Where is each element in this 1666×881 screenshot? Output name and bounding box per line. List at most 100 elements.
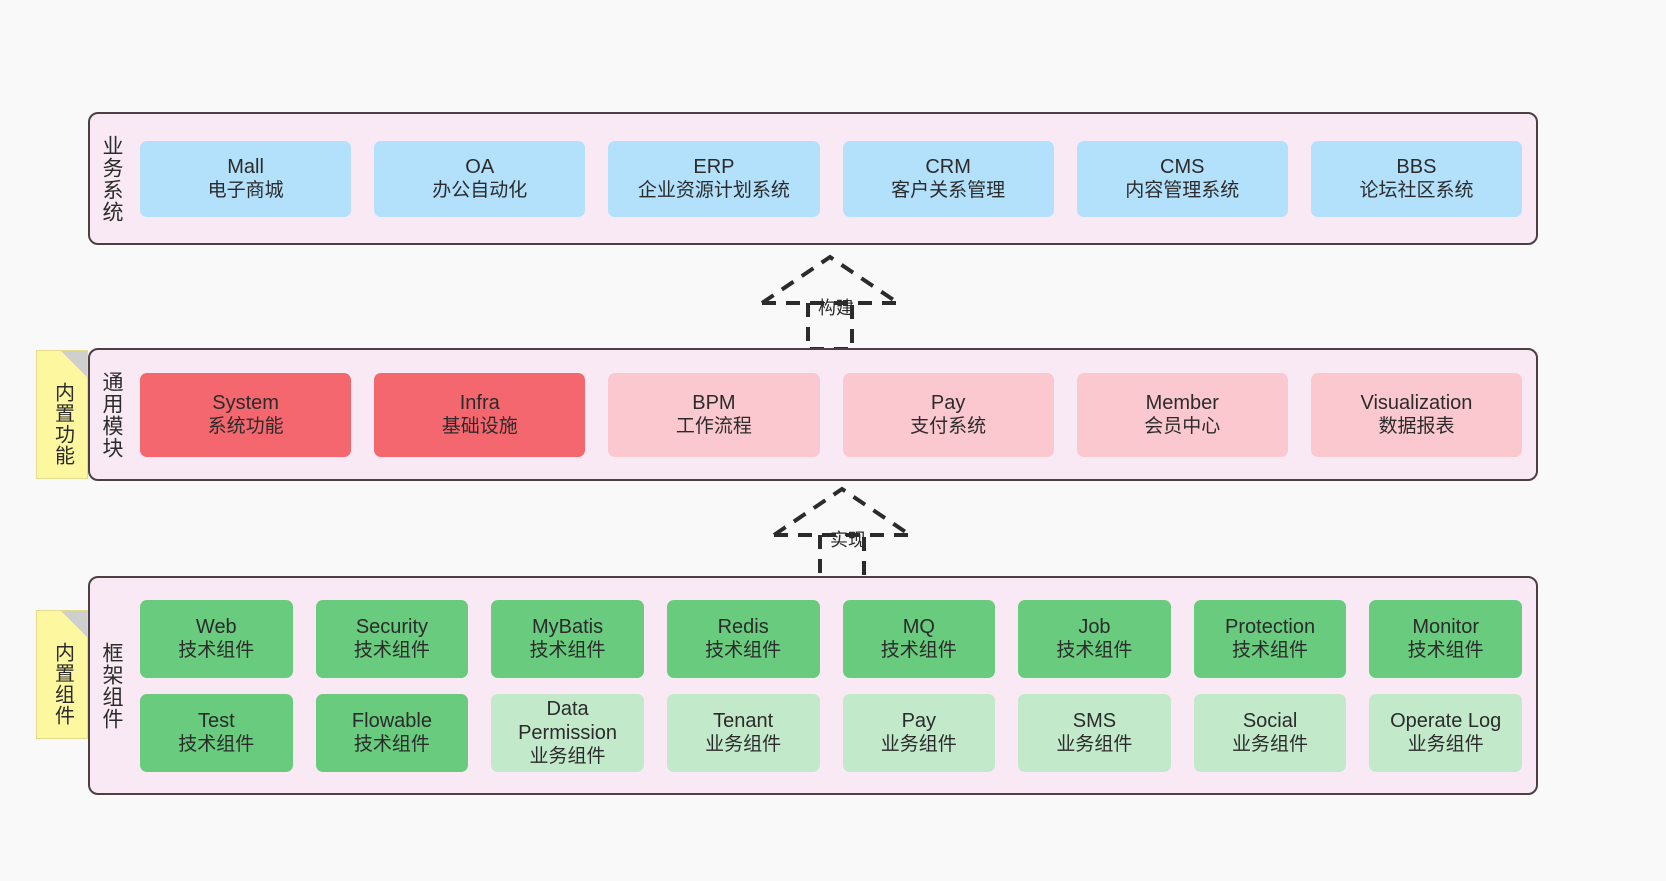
module-card-subtitle: 技术组件 bbox=[353, 640, 430, 662]
module-card-subtitle: 业务组件 bbox=[1056, 734, 1133, 756]
module-card-sms[interactable]: SMS 业务组件 bbox=[1018, 693, 1171, 772]
module-card-subtitle: 技术组件 bbox=[178, 734, 255, 756]
module-card-title: Test bbox=[197, 709, 235, 732]
layer-body-business: Mall 电子商城 OA 办公自动化 ERP 企业资源计划系统 CRM 客户关系… bbox=[132, 114, 1536, 243]
module-card-mq[interactable]: MQ 技术组件 bbox=[842, 599, 996, 678]
generalization-arrow-build: 构建 bbox=[760, 254, 920, 351]
module-card-subtitle: 基础设施 bbox=[441, 416, 518, 438]
module-card-subtitle: 会员中心 bbox=[1144, 416, 1221, 438]
module-card-title: Visualization bbox=[1360, 391, 1473, 414]
sticky-note-label: 内置组件 bbox=[51, 641, 74, 726]
note-fold-corner-icon bbox=[61, 611, 87, 637]
module-card-subtitle: 论坛社区系统 bbox=[1359, 180, 1474, 202]
module-card-subtitle: 业务组件 bbox=[529, 746, 606, 768]
module-card-subtitle: 技术组件 bbox=[529, 640, 606, 662]
module-card-title: Mall bbox=[227, 155, 264, 178]
layer-framework-components: 框架组件 Web 技术组件 Security 技术组件 MyBatis 技术组件… bbox=[88, 576, 1538, 795]
module-card-monitor[interactable]: Monitor 技术组件 bbox=[1369, 599, 1522, 678]
arrow-label-build: 构建 bbox=[818, 298, 854, 318]
module-card-title: CMS bbox=[1160, 155, 1205, 178]
module-card-system[interactable]: System 系统功能 bbox=[140, 372, 352, 457]
module-card-subtitle: 工作流程 bbox=[675, 416, 752, 438]
module-card-bbs[interactable]: BBS 论坛社区系统 bbox=[1310, 140, 1523, 217]
module-card-subtitle: 数据报表 bbox=[1378, 416, 1455, 438]
layer-row: System 系统功能 Infra 基础设施 BPM 工作流程 Pay 支付系统… bbox=[140, 372, 1523, 457]
module-card-test[interactable]: Test 技术组件 bbox=[140, 693, 293, 772]
module-card-title: System bbox=[212, 391, 279, 414]
module-card-pay[interactable]: Pay 支付系统 bbox=[842, 372, 1054, 457]
module-card-subtitle: 业务组件 bbox=[1232, 734, 1309, 756]
module-card-title: Job bbox=[1078, 615, 1111, 638]
module-card-title: Security bbox=[355, 615, 429, 638]
module-card-title: OA bbox=[465, 155, 495, 178]
module-card-social[interactable]: Social 业务组件 bbox=[1193, 693, 1347, 772]
layer-title-framework: 框架组件 bbox=[99, 641, 123, 730]
module-card-subtitle: 技术组件 bbox=[178, 640, 255, 662]
layer-title-common: 通用模块 bbox=[99, 370, 123, 459]
module-card-subtitle: 业务组件 bbox=[705, 734, 782, 756]
module-card-subtitle: 客户关系管理 bbox=[891, 180, 1006, 202]
module-card-operate-log[interactable]: Operate Log 业务组件 bbox=[1369, 693, 1522, 772]
module-card-subtitle: 业务组件 bbox=[880, 734, 957, 756]
module-card-title: Protection bbox=[1225, 615, 1316, 638]
module-card-redis[interactable]: Redis 技术组件 bbox=[666, 599, 820, 678]
module-card-oa[interactable]: OA 办公自动化 bbox=[374, 140, 586, 217]
module-card-visualization[interactable]: Visualization 数据报表 bbox=[1310, 372, 1523, 457]
module-card-title: Operate Log bbox=[1390, 709, 1502, 732]
module-card-subtitle: 技术组件 bbox=[1056, 640, 1133, 662]
arrow-label-realize: 实现 bbox=[830, 530, 866, 550]
module-card-title: CRM bbox=[925, 155, 971, 178]
arrow-build-shape bbox=[760, 254, 900, 351]
module-card-member[interactable]: Member 会员中心 bbox=[1076, 372, 1288, 457]
module-card-security[interactable]: Security 技术组件 bbox=[315, 599, 469, 678]
sticky-note-label: 内置功能 bbox=[51, 381, 74, 466]
module-card-subtitle: 技术组件 bbox=[705, 640, 782, 662]
module-card-crm[interactable]: CRM 客户关系管理 bbox=[842, 140, 1054, 217]
module-card-data-permission[interactable]: Data Permission 业务组件 bbox=[491, 693, 644, 772]
module-card-title: MyBatis bbox=[532, 615, 604, 638]
module-card-title: Tenant bbox=[713, 709, 774, 732]
module-card-erp[interactable]: ERP 企业资源计划系统 bbox=[608, 140, 820, 217]
module-card-protection[interactable]: Protection 技术组件 bbox=[1193, 599, 1347, 678]
module-card-subtitle: 系统功能 bbox=[207, 416, 284, 438]
module-card-title: ERP bbox=[693, 155, 735, 178]
module-card-title: Pay bbox=[901, 709, 937, 732]
module-card-title: BPM bbox=[692, 391, 736, 414]
layer-title-business: 业务系统 bbox=[99, 134, 123, 223]
layer-business-systems: 业务系统 Mall 电子商城 OA 办公自动化 ERP 企业资源计划系统 CRM… bbox=[88, 112, 1538, 245]
module-card-job[interactable]: Job 技术组件 bbox=[1018, 599, 1171, 678]
module-card-subtitle: 支付系统 bbox=[910, 416, 987, 438]
module-card-flowable[interactable]: Flowable 技术组件 bbox=[315, 693, 469, 772]
layer-row: Test 技术组件 Flowable 技术组件 Data Permission … bbox=[140, 693, 1522, 772]
module-card-tenant[interactable]: Tenant 业务组件 bbox=[666, 693, 820, 772]
module-card-title: BBS bbox=[1396, 155, 1437, 178]
module-card-mybatis[interactable]: MyBatis 技术组件 bbox=[491, 599, 644, 678]
module-card-title: SMS bbox=[1072, 709, 1117, 732]
module-card-subtitle: 技术组件 bbox=[880, 640, 957, 662]
layer-row: Mall 电子商城 OA 办公自动化 ERP 企业资源计划系统 CRM 客户关系… bbox=[140, 140, 1523, 217]
layer-body-framework: Web 技术组件 Security 技术组件 MyBatis 技术组件 Redi… bbox=[132, 578, 1536, 793]
module-card-infra[interactable]: Infra 基础设施 bbox=[374, 372, 586, 457]
module-card-web[interactable]: Web 技术组件 bbox=[140, 599, 293, 678]
module-card-pay-business[interactable]: Pay 业务组件 bbox=[842, 693, 996, 772]
module-card-title: Monitor bbox=[1412, 615, 1480, 638]
layer-body-common: System 系统功能 Infra 基础设施 BPM 工作流程 Pay 支付系统… bbox=[132, 350, 1536, 479]
sticky-note-builtin-functions: 内置功能 bbox=[36, 350, 88, 479]
generalization-arrow-realize: 实现 bbox=[772, 486, 932, 583]
module-card-title: Data Permission bbox=[518, 697, 618, 744]
module-card-subtitle: 内容管理系统 bbox=[1125, 180, 1240, 202]
arrow-realize-shape bbox=[772, 486, 912, 583]
module-card-title: Pay bbox=[930, 391, 966, 414]
module-card-subtitle: 技术组件 bbox=[353, 734, 430, 756]
module-card-cms[interactable]: CMS 内容管理系统 bbox=[1076, 140, 1288, 217]
module-card-mall[interactable]: Mall 电子商城 bbox=[140, 140, 352, 217]
module-card-title: Flowable bbox=[351, 709, 432, 732]
module-card-bpm[interactable]: BPM 工作流程 bbox=[608, 372, 820, 457]
module-card-subtitle: 办公自动化 bbox=[432, 180, 528, 202]
module-card-title: Web bbox=[195, 615, 237, 638]
module-card-subtitle: 企业资源计划系统 bbox=[637, 180, 790, 202]
module-card-title: Redis bbox=[717, 615, 769, 638]
module-card-subtitle: 技术组件 bbox=[1407, 640, 1484, 662]
layer-common-modules: 通用模块 System 系统功能 Infra 基础设施 BPM 工作流程 Pay… bbox=[88, 348, 1538, 481]
